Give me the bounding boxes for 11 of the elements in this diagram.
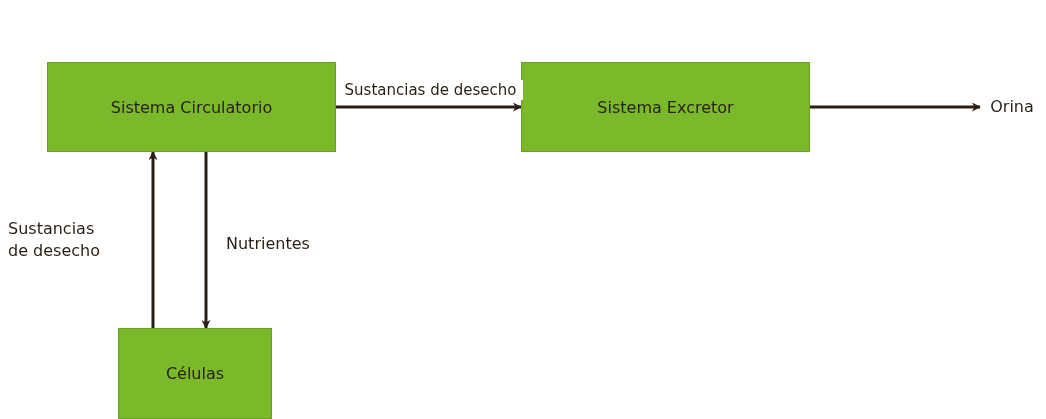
arrow <box>336 102 522 112</box>
process-box <box>118 328 272 419</box>
process-box <box>521 62 810 152</box>
output-label: Orina <box>980 90 1044 122</box>
process-box <box>47 62 336 152</box>
box-label: Células <box>165 364 225 383</box>
arrow <box>148 151 158 328</box>
box-label: Sistema Circulatorio <box>110 97 273 117</box>
arrow <box>201 152 211 329</box>
box-label: Sistema Excretor <box>597 97 734 117</box>
arrow <box>810 102 981 112</box>
